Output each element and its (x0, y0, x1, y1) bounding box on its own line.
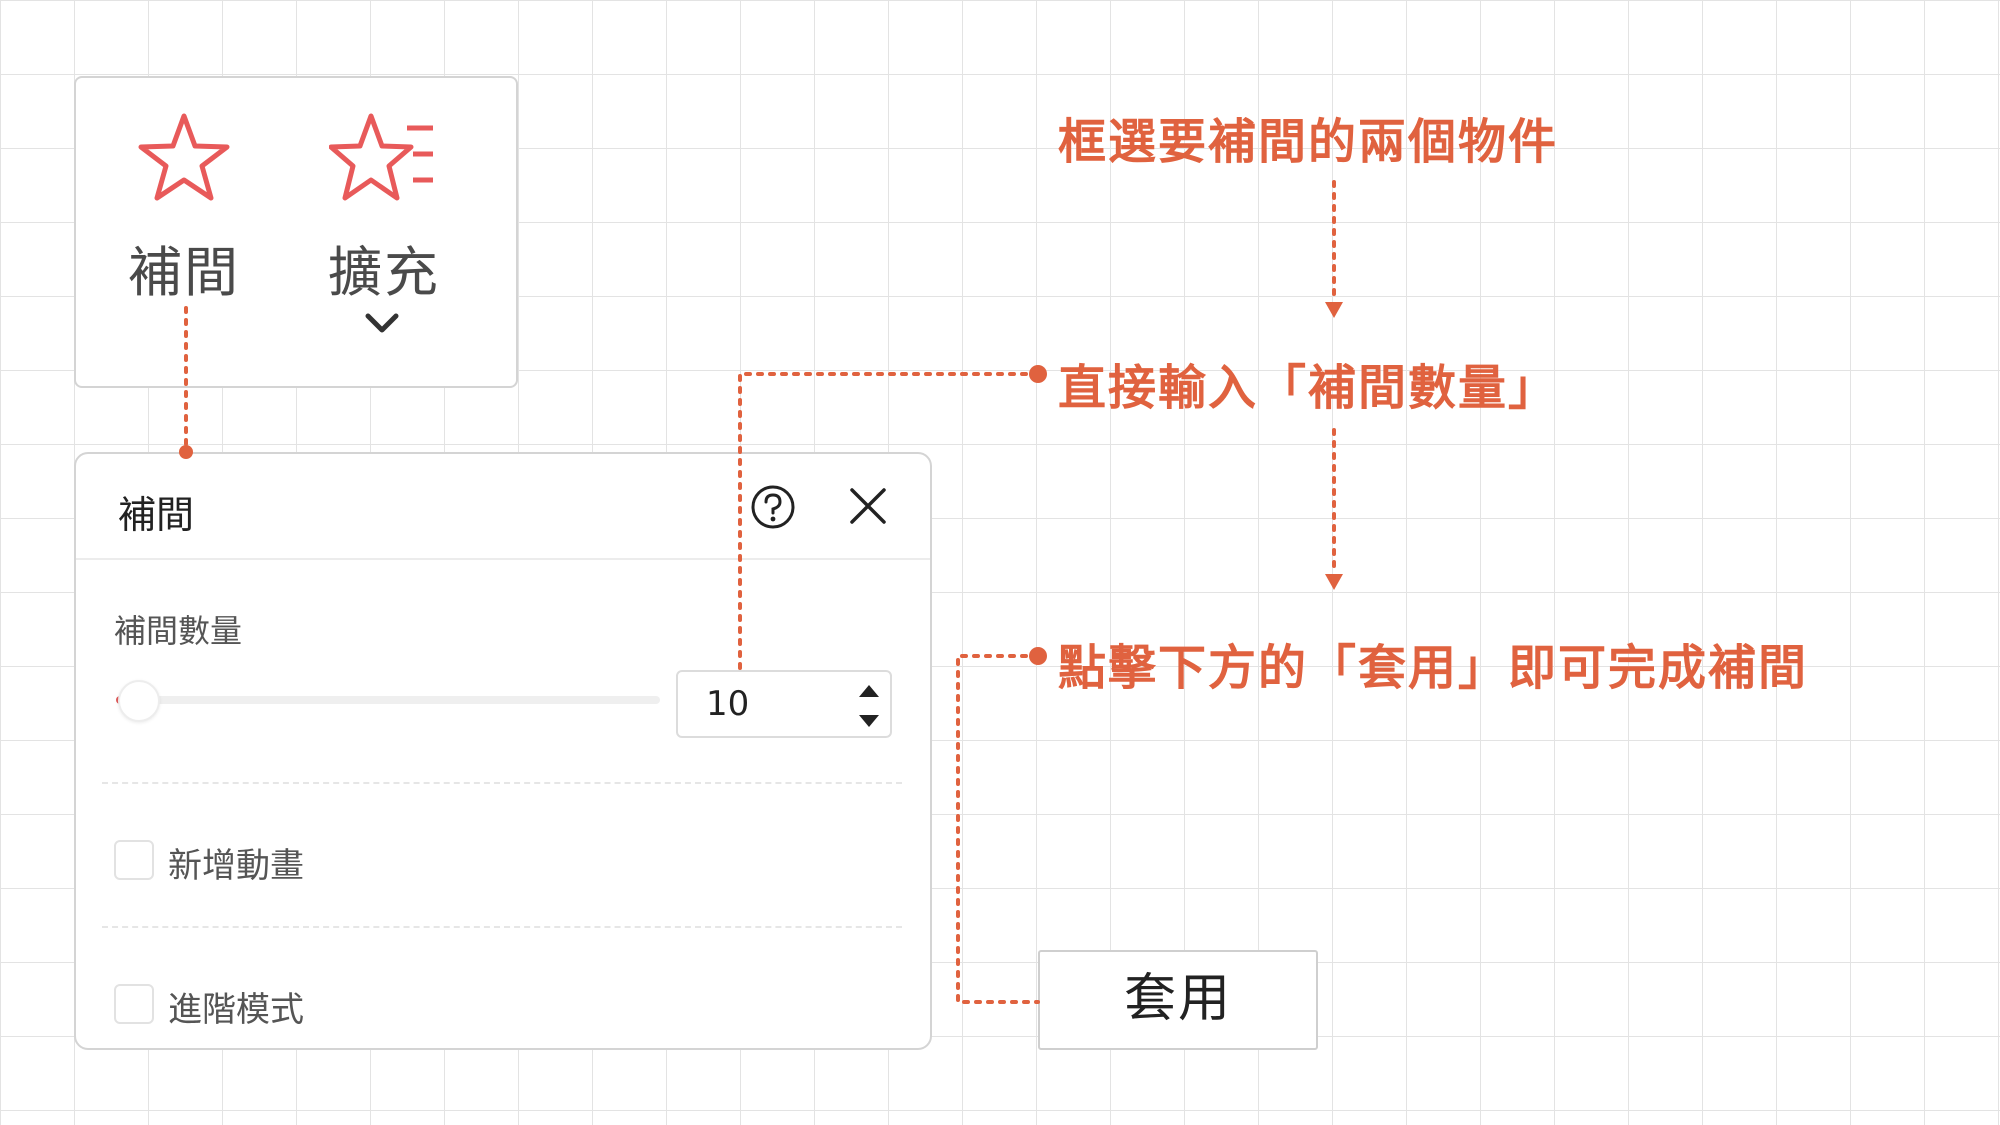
slider-thumb[interactable] (118, 680, 160, 722)
apply-button[interactable]: 套用 (1038, 950, 1318, 1050)
tool-panel: 補間 擴充 (74, 76, 518, 388)
annotation-step-1: 框選要補間的兩個物件 (1058, 114, 1559, 170)
annotation-step-3: 點擊下方的「套用」即可完成補間 (1058, 640, 1809, 696)
section-divider (102, 926, 902, 928)
question-circle-icon[interactable] (748, 482, 798, 532)
dialog-header-divider (76, 558, 930, 560)
add-animation-checkbox[interactable] (114, 840, 154, 880)
add-animation-label: 新增動畫 (168, 846, 304, 886)
star-outline-icon (138, 113, 230, 201)
tween-count-value: 10 (706, 684, 750, 724)
step-up-icon[interactable] (856, 682, 882, 700)
tween-count-slider[interactable] (124, 696, 660, 704)
tween-count-label: 補間數量 (114, 612, 243, 650)
expand-tool-label: 擴充 (328, 241, 440, 304)
annotation-step-2: 直接輸入「補間數量」 (1058, 360, 1559, 416)
star-lines-icon (329, 113, 433, 201)
expand-tool-button[interactable]: 擴充 (304, 108, 464, 358)
dialog-title: 補間 (118, 493, 195, 537)
advanced-mode-checkbox[interactable] (114, 984, 154, 1024)
tween-tool-label: 補間 (128, 241, 240, 304)
close-icon[interactable] (846, 484, 890, 528)
tween-dialog: 補間 補間數量 10 新增動畫 進階模式 (74, 452, 932, 1050)
step-down-icon[interactable] (856, 712, 882, 730)
chevron-down-icon[interactable] (360, 308, 404, 338)
tween-count-input[interactable]: 10 (676, 670, 892, 738)
section-divider (102, 782, 902, 784)
advanced-mode-label: 進階模式 (168, 990, 304, 1030)
tween-tool-button[interactable]: 補間 (104, 108, 264, 358)
